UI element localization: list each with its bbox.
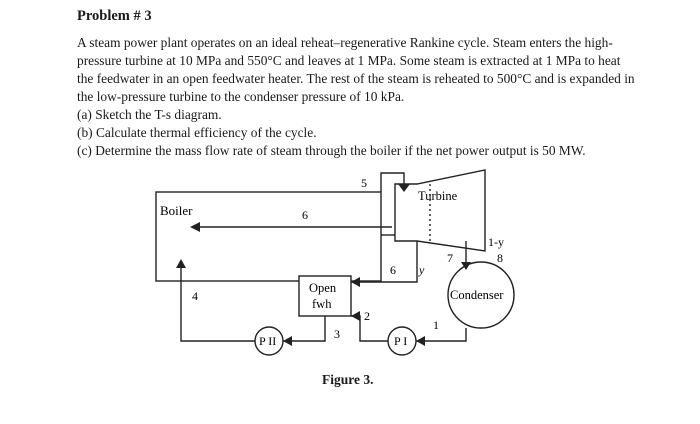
arrow-4: [176, 259, 186, 268]
pump-1-label: P I: [394, 334, 407, 348]
line-state-3: [283, 316, 326, 342]
state-4-label: 4: [192, 289, 198, 303]
state-2-label: 2: [364, 309, 370, 323]
arrow-1: [416, 336, 425, 346]
arrow-extraction: [351, 277, 360, 287]
open-fwh-label-1: Open: [309, 281, 337, 295]
state-7-label: 7: [447, 251, 453, 265]
line-state-4: [180, 268, 255, 342]
state-6-right-label: 6: [390, 263, 396, 277]
part-b: (b) Calculate thermal efficiency of the …: [77, 125, 317, 140]
line-extraction: [351, 241, 418, 283]
pump-2-label: P II: [259, 334, 276, 348]
problem-body: A steam power plant operates on an ideal…: [77, 34, 637, 160]
state-6-top-label: 6: [302, 208, 308, 222]
part-c: (c) Determine the mass flow rate of stea…: [77, 143, 586, 158]
boiler-label: Boiler: [160, 203, 193, 218]
state-1-label: 1: [433, 318, 439, 332]
turbine-shape: [394, 169, 486, 252]
state-5-label: 5: [361, 176, 367, 190]
condenser-label: Condenser: [450, 288, 504, 302]
arrow-8: [461, 262, 471, 270]
state-3-label: 3: [334, 327, 340, 341]
open-fwh-label-2: fwh: [312, 297, 332, 311]
part-a: (a) Sketch the T-s diagram.: [77, 107, 222, 122]
condenser-shape: [447, 261, 515, 329]
state-8-label: 8: [497, 251, 503, 265]
state-1y-label: 1-y: [488, 235, 504, 249]
problem-statement: A steam power plant operates on an ideal…: [77, 35, 635, 104]
line-state-1: [416, 328, 467, 342]
state-y-label: y: [418, 263, 425, 277]
line-state-5: [380, 172, 405, 192]
turbine-label: Turbine: [418, 189, 458, 203]
figure-caption: Figure 3.: [322, 372, 374, 387]
arrow-2: [351, 311, 360, 321]
problem-title: Problem # 3: [77, 8, 152, 24]
arrow-3: [283, 336, 292, 346]
arrow-7: [190, 222, 200, 232]
boiler-box: [155, 191, 382, 282]
arrow-5: [398, 184, 410, 192]
